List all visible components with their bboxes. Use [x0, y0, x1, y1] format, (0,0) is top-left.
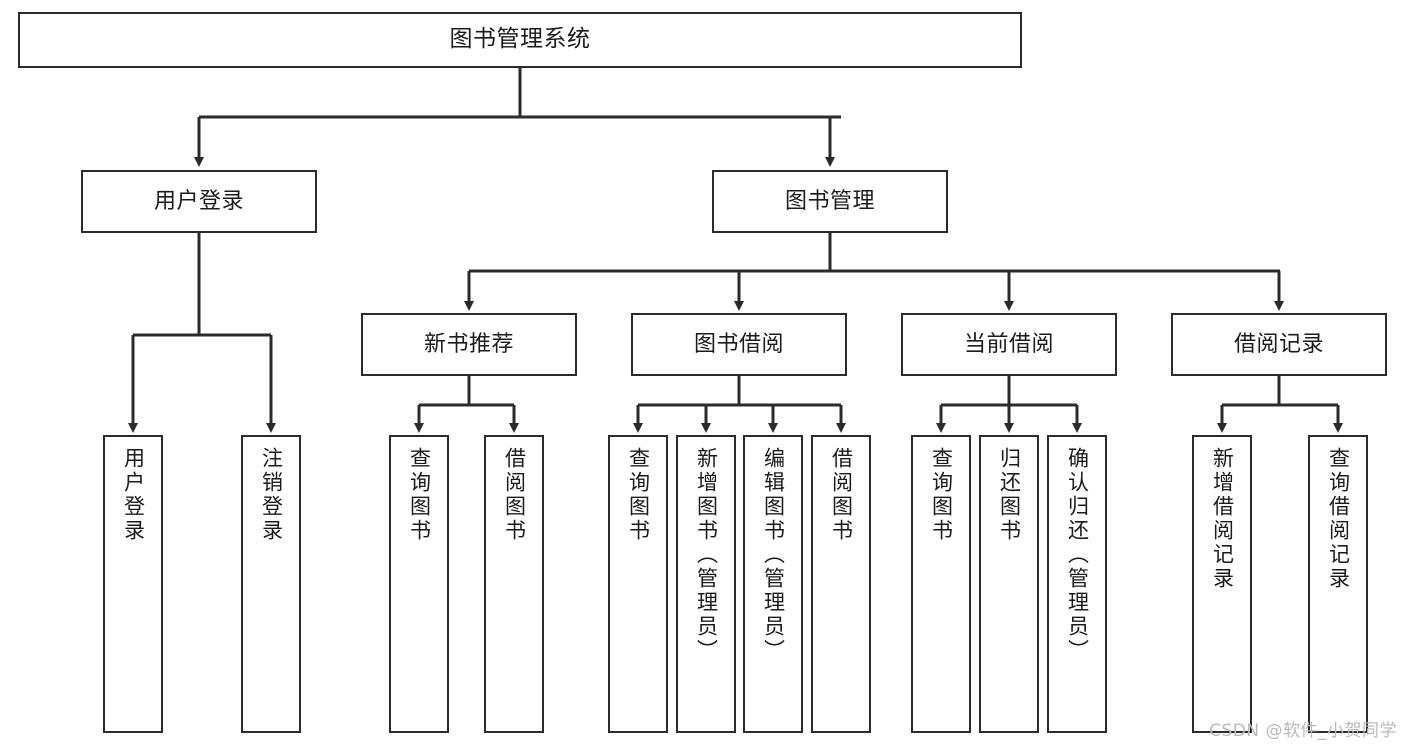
leaf-confirm-return-admin[interactable]: 确认归还（管理员）	[1047, 435, 1107, 733]
leaf-add-book-admin[interactable]: 新增图书（管理员）	[676, 435, 736, 733]
node-label: 用户登录	[121, 447, 146, 543]
node-label: 注销登录	[259, 447, 284, 543]
node-label: 新增图书（管理员）	[694, 447, 719, 663]
node-borrow-record[interactable]: 借阅记录	[1171, 313, 1387, 376]
node-label: 借阅图书	[502, 447, 527, 543]
leaf-edit-book-admin[interactable]: 编辑图书（管理员）	[743, 435, 803, 733]
node-user-login[interactable]: 用户登录	[81, 170, 317, 233]
node-label: 当前借阅	[963, 331, 1054, 357]
node-label: 查询图书	[929, 447, 954, 543]
leaf-query-book-current[interactable]: 查询图书	[911, 435, 971, 733]
node-label: 图书管理	[784, 188, 875, 214]
node-current-borrow[interactable]: 当前借阅	[901, 313, 1117, 376]
leaf-borrow-book-recommend[interactable]: 借阅图书	[484, 435, 544, 733]
leaf-query-book-borrow[interactable]: 查询图书	[608, 435, 668, 733]
node-label: 归还图书	[997, 447, 1022, 543]
node-label: 新书推荐	[423, 331, 514, 357]
node-label: 新增借阅记录	[1210, 447, 1235, 591]
node-label: 图书借阅	[693, 331, 784, 357]
leaf-add-borrow-record[interactable]: 新增借阅记录	[1192, 435, 1252, 733]
node-book-management[interactable]: 图书管理	[712, 170, 948, 233]
node-book-borrow[interactable]: 图书借阅	[631, 313, 847, 376]
node-label: 查询图书	[407, 447, 432, 543]
node-label: 编辑图书（管理员）	[761, 447, 786, 663]
node-label: 用户登录	[153, 188, 244, 214]
node-label: 查询借阅记录	[1326, 447, 1351, 591]
node-label: 查询图书	[626, 447, 651, 543]
watermark: CSDN @软件_小贺同学	[1209, 721, 1397, 741]
node-label: 确认归还（管理员）	[1065, 447, 1090, 663]
node-label: 图书管理系统	[449, 26, 591, 53]
node-root-book-management-system[interactable]: 图书管理系统	[18, 12, 1022, 68]
leaf-borrow-book-borrow[interactable]: 借阅图书	[811, 435, 871, 733]
leaf-query-borrow-record[interactable]: 查询借阅记录	[1308, 435, 1368, 733]
leaf-logout-login[interactable]: 注销登录	[241, 435, 301, 733]
leaf-query-book-recommend[interactable]: 查询图书	[389, 435, 449, 733]
node-label: 借阅记录	[1233, 331, 1324, 357]
leaf-return-book[interactable]: 归还图书	[979, 435, 1039, 733]
node-new-book-recommend[interactable]: 新书推荐	[361, 313, 577, 376]
leaf-user-login[interactable]: 用户登录	[103, 435, 163, 733]
node-label: 借阅图书	[829, 447, 854, 543]
